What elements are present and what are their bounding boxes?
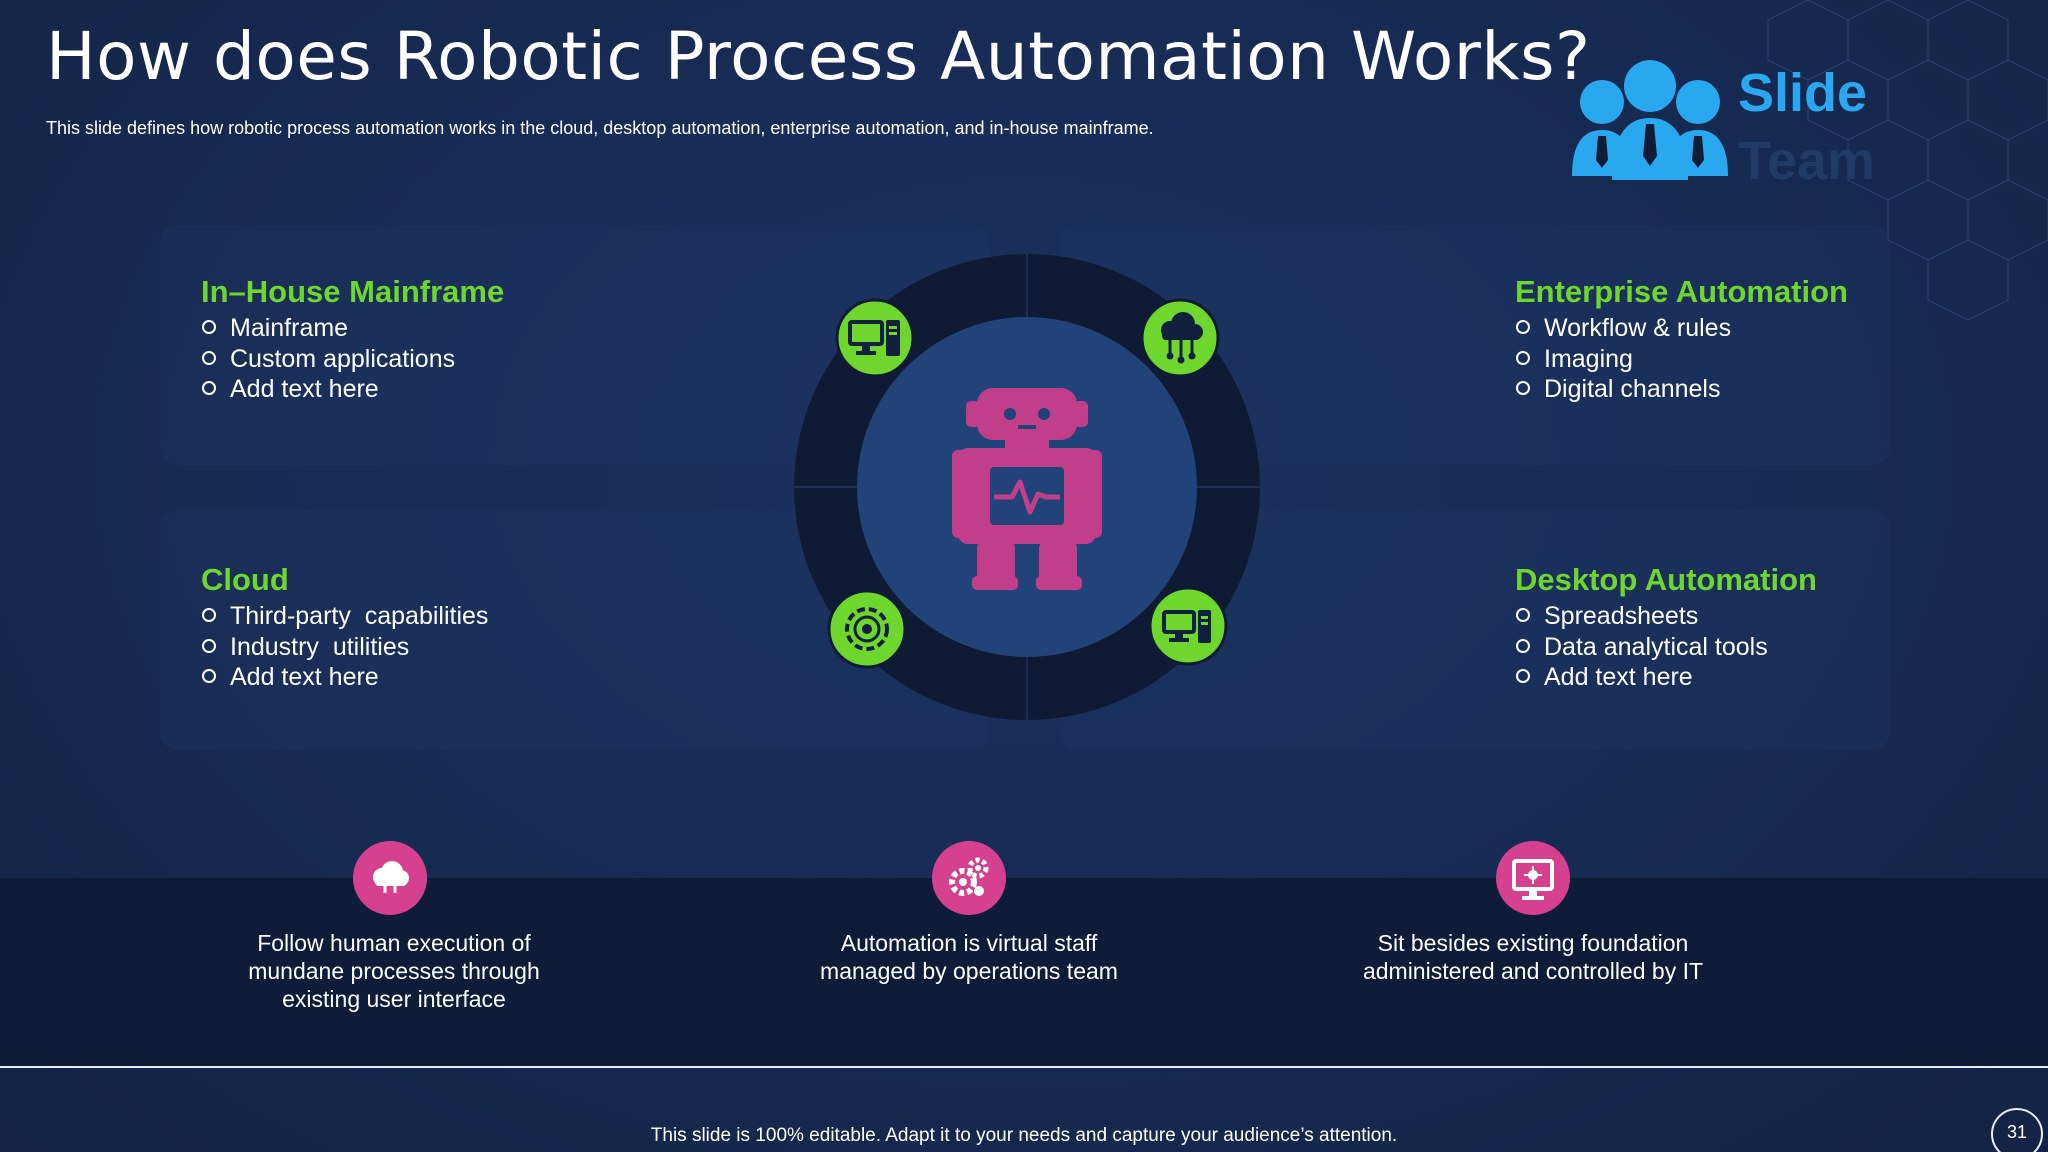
bullet-icon — [202, 320, 216, 335]
footer-text: This slide is 100% editable. Adapt it to… — [650, 1125, 1398, 1146]
quadrant-title-inhouse-mainframe: In–House Mainframe — [201, 274, 505, 309]
list-item: Spreadsheets — [1516, 601, 1768, 632]
list-item: Data analytical tools — [1516, 632, 1768, 663]
list-item: Workflow & rules — [1516, 313, 1731, 344]
bullet-icon — [1516, 320, 1530, 335]
quadrant-list-desktop-automation: Spreadsheets Data analytical tools Add t… — [1516, 601, 1768, 693]
list-item: Third-party capabilities — [202, 601, 488, 632]
footer-divider — [0, 1066, 2048, 1068]
bottom-icon-circle — [1496, 841, 1570, 915]
list-item: Mainframe — [202, 313, 455, 344]
quadrant-list-inhouse-mainframe: Mainframe Custom applications Add text h… — [202, 313, 455, 405]
quadrant-list-enterprise-automation: Workflow & rules Imaging Digital channel… — [1516, 313, 1731, 405]
list-item: Add text here — [202, 374, 455, 405]
bullet-icon — [202, 381, 216, 396]
bullet-icon — [1516, 638, 1530, 653]
logo-text-team: Team — [1738, 131, 1876, 191]
logo-text-slide: Slide — [1738, 63, 1868, 123]
slide-subtitle: This slide defines how robotic process a… — [46, 118, 1154, 138]
cloud-network-icon — [1140, 298, 1220, 378]
bullet-icon — [1516, 350, 1530, 365]
slide-title: How does Robotic Process Automation Work… — [46, 18, 1591, 95]
hexagon-pattern-decoration — [1767, 0, 2048, 321]
bullet-icon — [1516, 381, 1530, 396]
bottom-text-human-execution: Follow human execution of mundane proces… — [248, 930, 540, 1012]
bullet-icon — [202, 669, 216, 684]
list-item: Add text here — [202, 662, 488, 693]
gears-icon — [949, 857, 989, 896]
page-number: 31 — [1991, 1108, 2043, 1152]
bottom-icon-circle — [353, 841, 427, 915]
bullet-icon — [202, 608, 216, 623]
bottom-text-existing-foundation: Sit besides existing foundation administ… — [1362, 930, 1704, 984]
bullet-icon — [202, 638, 216, 653]
list-item: Digital channels — [1516, 374, 1731, 405]
bottom-icon-circle — [932, 841, 1006, 915]
desktop-computer-icon — [835, 298, 915, 378]
quadrant-title-desktop-automation: Desktop Automation — [1515, 562, 1817, 597]
list-item: Imaging — [1516, 344, 1731, 375]
list-item: Custom applications — [202, 344, 455, 375]
quadrant-title-enterprise-automation: Enterprise Automation — [1515, 274, 1848, 309]
gear-target-icon — [827, 589, 907, 669]
desktop-computer-icon — [1148, 586, 1228, 666]
quadrant-list-cloud: Third-party capabilities Industry utilit… — [202, 601, 488, 693]
cloud-icon — [373, 861, 409, 893]
bottom-band — [0, 878, 2048, 1066]
list-item: Industry utilities — [202, 632, 488, 663]
monitor-icon — [1512, 859, 1554, 900]
bullet-icon — [1516, 608, 1530, 623]
bullet-icon — [1516, 669, 1530, 684]
slideteam-logo — [1572, 60, 1728, 180]
quadrant-title-cloud: Cloud — [201, 562, 289, 597]
bullet-icon — [202, 350, 216, 365]
center-robot-diagram — [794, 254, 1260, 720]
list-item: Add text here — [1516, 662, 1768, 693]
bottom-text-virtual-staff: Automation is virtual staff managed by o… — [820, 930, 1118, 984]
